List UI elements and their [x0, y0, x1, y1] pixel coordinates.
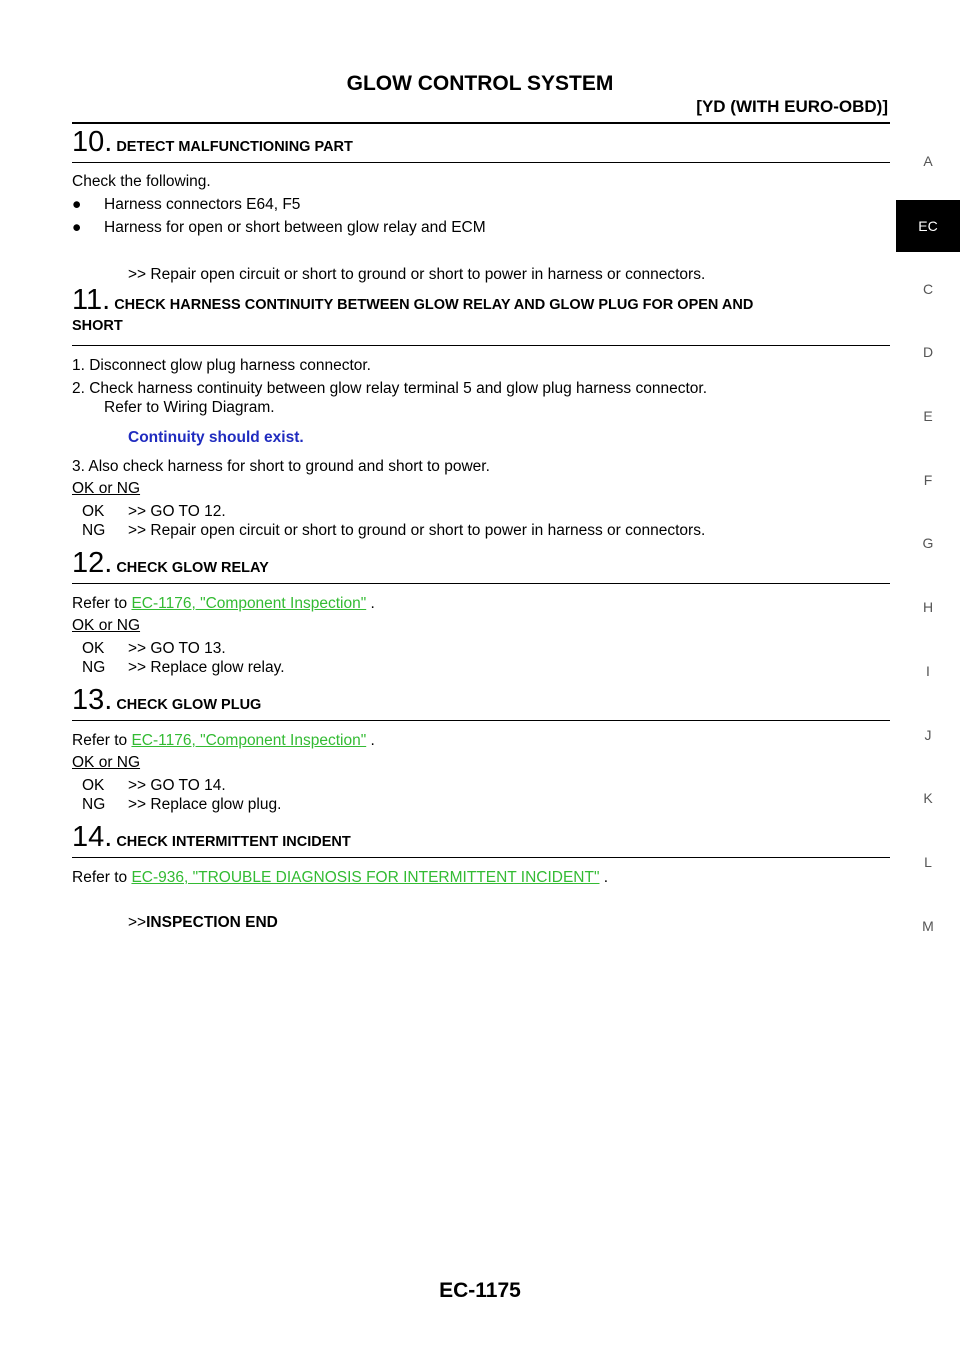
page-number: EC-1175	[439, 1279, 521, 1302]
list-item: 3. Also check harness for short to groun…	[72, 458, 490, 475]
body-text: Check the following.	[72, 173, 211, 190]
result-ok: OK>> GO TO 14.	[82, 777, 226, 794]
step-14-heading: 14.CHECK INTERMITTENT INCIDENT	[72, 821, 351, 854]
step-number: 13.	[72, 684, 113, 716]
bullet-icon: ●	[72, 219, 82, 236]
step-label: DETECT MALFUNCTIONING PART	[116, 139, 353, 155]
result-ok: OK>> GO TO 12.	[82, 503, 226, 520]
section-tab-h[interactable]: H	[922, 599, 934, 616]
section-tab-a[interactable]: A	[923, 153, 933, 169]
component-inspection-link[interactable]: EC-1176, "Component Inspection"	[131, 732, 367, 749]
step-label: CHECK GLOW PLUG	[116, 697, 262, 713]
result-ng: NG>> Repair open circuit or short to gro…	[82, 522, 706, 539]
step-number: 12.	[72, 547, 113, 579]
section-tab-g[interactable]: G	[922, 535, 934, 552]
section-tab-k[interactable]: K	[923, 790, 933, 807]
section-tab-f[interactable]: F	[923, 471, 933, 488]
result-ng: NG>> Replace glow relay.	[82, 659, 285, 676]
intermittent-incident-link[interactable]: EC-936, "TROUBLE DIAGNOSIS FOR INTERMITT…	[131, 869, 600, 886]
refer-text: Refer to EC-936, "TROUBLE DIAGNOSIS FOR …	[72, 869, 609, 886]
section-tab-c[interactable]: C	[922, 280, 934, 297]
inspection-end: >>INSPECTION END	[128, 914, 278, 931]
list-item: ●Harness for open or short between glow …	[72, 219, 486, 236]
section-tab-j[interactable]: J	[924, 726, 932, 743]
step-number: 11.	[72, 284, 111, 316]
ok-or-ng-label: OK or NG	[72, 754, 141, 771]
bullet-icon: ●	[72, 196, 82, 213]
list-item: 2. Check harness continuity between glow…	[72, 380, 708, 397]
step-13-heading: 13.CHECK GLOW PLUG	[72, 684, 261, 717]
step-10-heading: 10.DETECT MALFUNCTIONING PART	[72, 126, 353, 159]
section-tab-e[interactable]: E	[923, 408, 933, 425]
section-tab-ec[interactable]: EC	[896, 199, 960, 252]
step-rule	[72, 345, 890, 346]
page-title: GLOW CONTROL SYSTEM	[346, 72, 614, 95]
section-tab-i[interactable]: I	[926, 662, 930, 679]
step-number: 14.	[72, 821, 113, 853]
result-ng: NG>> Replace glow plug.	[82, 796, 282, 813]
step-rule	[72, 583, 890, 584]
step-12-heading: 12.CHECK GLOW RELAY	[72, 547, 269, 580]
step-11-heading: 11. CHECK HARNESS CONTINUITY BETWEEN GLO…	[72, 286, 890, 337]
list-item: ●Harness connectors E64, F5	[72, 196, 301, 213]
step-rule	[72, 720, 890, 721]
result-ok: OK>> GO TO 13.	[82, 640, 226, 657]
step-label: CHECK HARNESS CONTINUITY BETWEEN GLOW RE…	[114, 297, 754, 313]
section-tab-m[interactable]: M	[922, 917, 934, 934]
step-rule	[72, 857, 890, 858]
page-subtitle: [YD (WITH EURO-OBD)]	[696, 97, 888, 116]
step-rule	[72, 162, 890, 163]
refer-text: Refer to EC-1176, "Component Inspection"…	[72, 732, 375, 749]
section-tab-l[interactable]: L	[924, 853, 932, 870]
list-item: 1. Disconnect glow plug harness connecto…	[72, 357, 371, 374]
step-label: CHECK GLOW RELAY	[116, 560, 269, 576]
header-rule	[72, 122, 890, 124]
step-number: 10.	[72, 126, 113, 158]
ok-or-ng-label: OK or NG	[72, 617, 141, 634]
component-inspection-link[interactable]: EC-1176, "Component Inspection"	[131, 595, 367, 612]
refer-text: Refer to EC-1176, "Component Inspection"…	[72, 595, 375, 612]
step-label-cont: SHORT	[72, 318, 123, 334]
section-index-sidebar: A EC C D E F G H I J K L M	[896, 130, 960, 958]
result-text: >> Repair open circuit or short to groun…	[128, 266, 706, 283]
ok-or-ng-label: OK or NG	[72, 480, 141, 497]
section-tab-d[interactable]: D	[922, 344, 934, 361]
spec-text: Continuity should exist.	[128, 429, 304, 446]
list-item-cont: Refer to Wiring Diagram.	[104, 399, 275, 416]
step-label: CHECK INTERMITTENT INCIDENT	[116, 834, 351, 850]
